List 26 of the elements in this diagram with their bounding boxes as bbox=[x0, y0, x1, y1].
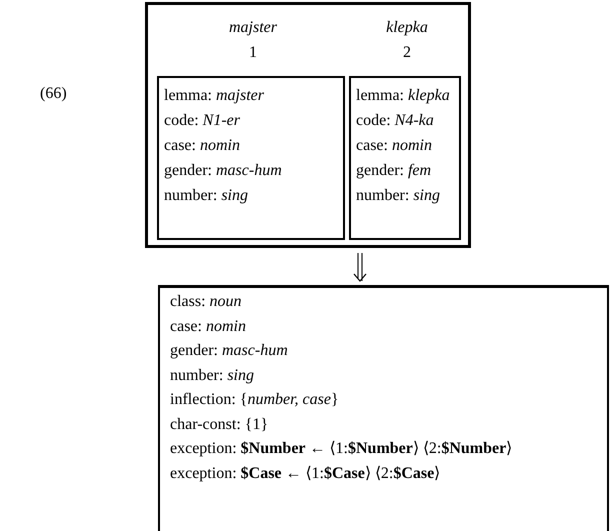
index-number: 2 bbox=[403, 43, 411, 63]
feature-line: gender: masc-hum bbox=[170, 341, 288, 361]
feature-line: case: nomin bbox=[356, 136, 432, 156]
feature-line: number: sing bbox=[170, 366, 254, 386]
feature-line: char-const: {1} bbox=[170, 414, 268, 434]
feature-line: case: nomin bbox=[170, 316, 246, 336]
feature-line: gender: masc-hum bbox=[164, 161, 282, 181]
frame-box bbox=[145, 2, 471, 248]
feature-line: exception: $Case ← ⟨1:$Case⟩ ⟨2:$Case⟩ bbox=[170, 464, 440, 484]
feature-line: inflection: {number, case} bbox=[170, 390, 339, 410]
feature-line: number: sing bbox=[356, 186, 440, 206]
feature-line: case: nomin bbox=[164, 136, 240, 156]
double-arrow bbox=[353, 252, 367, 282]
word-heading: klepka bbox=[386, 18, 428, 38]
feature-box bbox=[158, 285, 609, 531]
example-number: (66) bbox=[40, 85, 67, 103]
feature-line: exception: $Number ← ⟨1:$Number⟩ ⟨2:$Number⟩ bbox=[170, 439, 512, 459]
feature-line: lemma: majster bbox=[164, 86, 264, 106]
feature-line: lemma: klepka bbox=[356, 86, 450, 106]
feature-line: code: N4-ka bbox=[356, 111, 434, 131]
word-heading: majster bbox=[229, 18, 277, 38]
feature-line: gender: fem bbox=[356, 161, 432, 181]
feature-line: number: sing bbox=[164, 186, 248, 206]
index-number: 1 bbox=[249, 43, 257, 63]
feature-line: code: N1-er bbox=[164, 111, 240, 131]
feature-line: class: noun bbox=[170, 292, 242, 312]
